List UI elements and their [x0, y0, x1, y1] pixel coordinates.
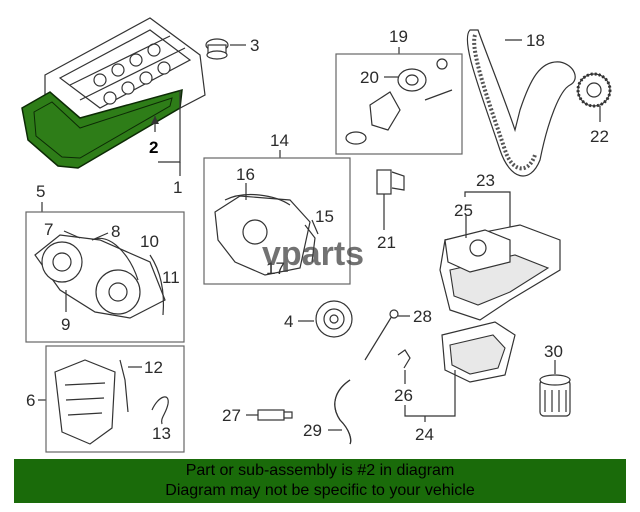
- callout-15: 15: [315, 207, 334, 226]
- bolt-part[interactable]: [304, 224, 316, 263]
- timing-cover-inner-part[interactable]: [214, 194, 311, 276]
- timing-cover-upper-part[interactable]: [54, 359, 116, 445]
- callout-19: 19: [389, 27, 408, 46]
- callout-26: 26: [394, 386, 413, 405]
- sensor-part[interactable]: [376, 169, 405, 210]
- callout-27: 27: [222, 406, 241, 425]
- timing-seal-part[interactable]: [91, 237, 165, 316]
- oil-filler-cap-part[interactable]: [205, 38, 229, 60]
- callout-9: 9: [61, 315, 70, 334]
- callout-28: 28: [413, 307, 432, 326]
- timing-belt-guide-part[interactable]: [119, 359, 129, 413]
- callout-5: 5: [36, 182, 45, 201]
- camshaft-sprocket-part[interactable]: [576, 72, 612, 108]
- tensioner-pulley-part[interactable]: [397, 68, 427, 92]
- callout-21: 21: [377, 233, 396, 252]
- tensioner-bolt-part[interactable]: [424, 58, 453, 101]
- callout-7: 7: [44, 220, 53, 239]
- bracket-part[interactable]: [151, 396, 169, 425]
- callout-14: 14: [270, 131, 289, 150]
- notice-line-1: Part or sub-assembly is #2 in diagram: [185, 462, 455, 479]
- callout-22: 22: [590, 127, 609, 146]
- drain-plug-part[interactable]: [257, 409, 293, 421]
- callout-13: 13: [152, 424, 171, 443]
- callout-6: 6: [26, 391, 35, 410]
- drain-bolt-part[interactable]: [397, 349, 411, 369]
- lower-oil-pan-part[interactable]: [441, 321, 516, 383]
- callout-25: 25: [454, 201, 473, 220]
- callout-24: 24: [415, 425, 434, 444]
- tensioner-arm-part[interactable]: [345, 91, 401, 145]
- callout-30: 30: [544, 342, 563, 361]
- oil-filter-part[interactable]: [539, 374, 571, 417]
- dipstick-part[interactable]: [364, 309, 399, 361]
- callout-8: 8: [111, 222, 120, 241]
- engine-exploded-diagram: 3 2 1 5 7 8 10 11 9 6 12 13 1: [21, 17, 612, 453]
- oil-pan-baffle-part[interactable]: [444, 229, 511, 273]
- callout-4: 4: [284, 312, 293, 331]
- dipstick-tube-part[interactable]: [334, 379, 352, 445]
- callout-11: 11: [162, 268, 180, 287]
- vparts-watermark-logo: vparts: [262, 235, 364, 273]
- notice-banner: Part or sub-assembly is #2 in diagram Di…: [14, 459, 626, 503]
- callout-23: 23: [476, 171, 495, 190]
- notice-line-2: Diagram may not be specific to your vehi…: [165, 482, 475, 499]
- callout-18: 18: [526, 31, 545, 50]
- valve-cover-gasket-part[interactable]: [21, 88, 183, 169]
- timing-belt-part[interactable]: [466, 29, 576, 177]
- callout-2: 2: [149, 138, 158, 157]
- callout-1: 1: [173, 178, 182, 197]
- timing-cover-lower-part[interactable]: [34, 234, 166, 319]
- callout-3: 3: [250, 36, 259, 55]
- crankshaft-pulley-part[interactable]: [315, 300, 353, 338]
- callout-20: 20: [360, 68, 379, 87]
- callout-16: 16: [236, 165, 255, 184]
- callout-29: 29: [303, 421, 322, 440]
- callout-10: 10: [140, 232, 159, 251]
- callout-12: 12: [144, 358, 163, 377]
- callout-17: 17: [266, 259, 285, 278]
